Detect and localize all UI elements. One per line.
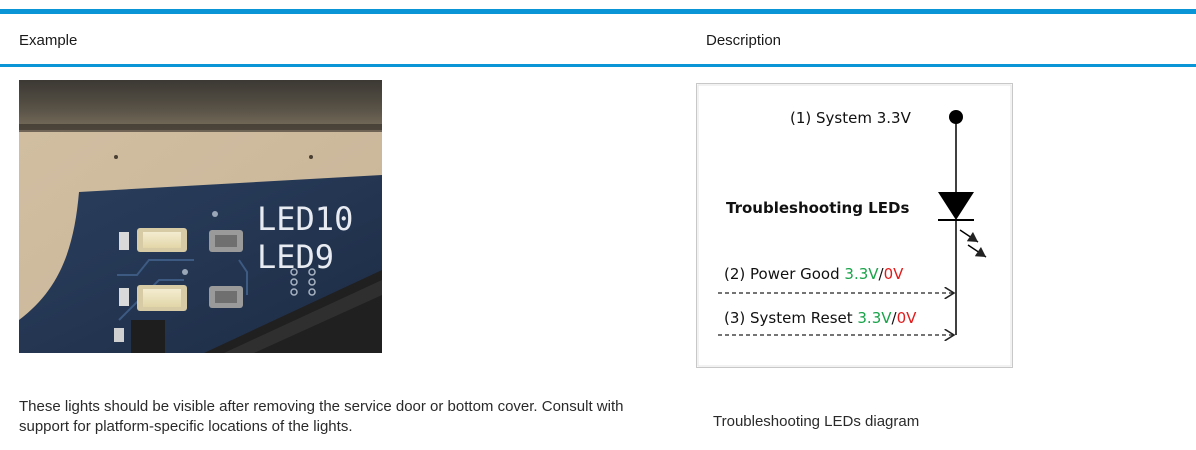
header-description: Description — [706, 32, 781, 49]
led10-label: LED10 — [257, 200, 353, 238]
header-rule — [0, 64, 1196, 67]
system-3v3-label: (1) System 3.3V — [790, 109, 912, 127]
system-reset-prefix: (3) System Reset — [724, 309, 857, 327]
system-reset-label: (3) System Reset 3.3V/0V — [724, 309, 917, 327]
troubleshooting-leds-label: Troubleshooting LEDs — [726, 199, 909, 217]
system-reset-low: 0V — [897, 309, 918, 327]
description-caption: Troubleshooting LEDs diagram — [713, 412, 1113, 432]
power-good-prefix: (2) Power Good — [724, 265, 844, 283]
power-good-low: 0V — [884, 265, 905, 283]
led9-label: LED9 — [257, 238, 334, 276]
led-board-photo: LED10 LED9 — [19, 80, 382, 353]
troubleshooting-leds-diagram: (1) System 3.3V Troubleshooting LEDs (2)… — [696, 83, 1013, 368]
table-header-row: Example Description — [0, 14, 1196, 64]
header-example: Example — [19, 32, 77, 49]
system-reset-high: 3.3V — [857, 309, 892, 327]
power-good-label: (2) Power Good 3.3V/0V — [724, 265, 904, 283]
power-good-high: 3.3V — [844, 265, 879, 283]
example-caption: These lights should be visible after rem… — [19, 397, 669, 437]
